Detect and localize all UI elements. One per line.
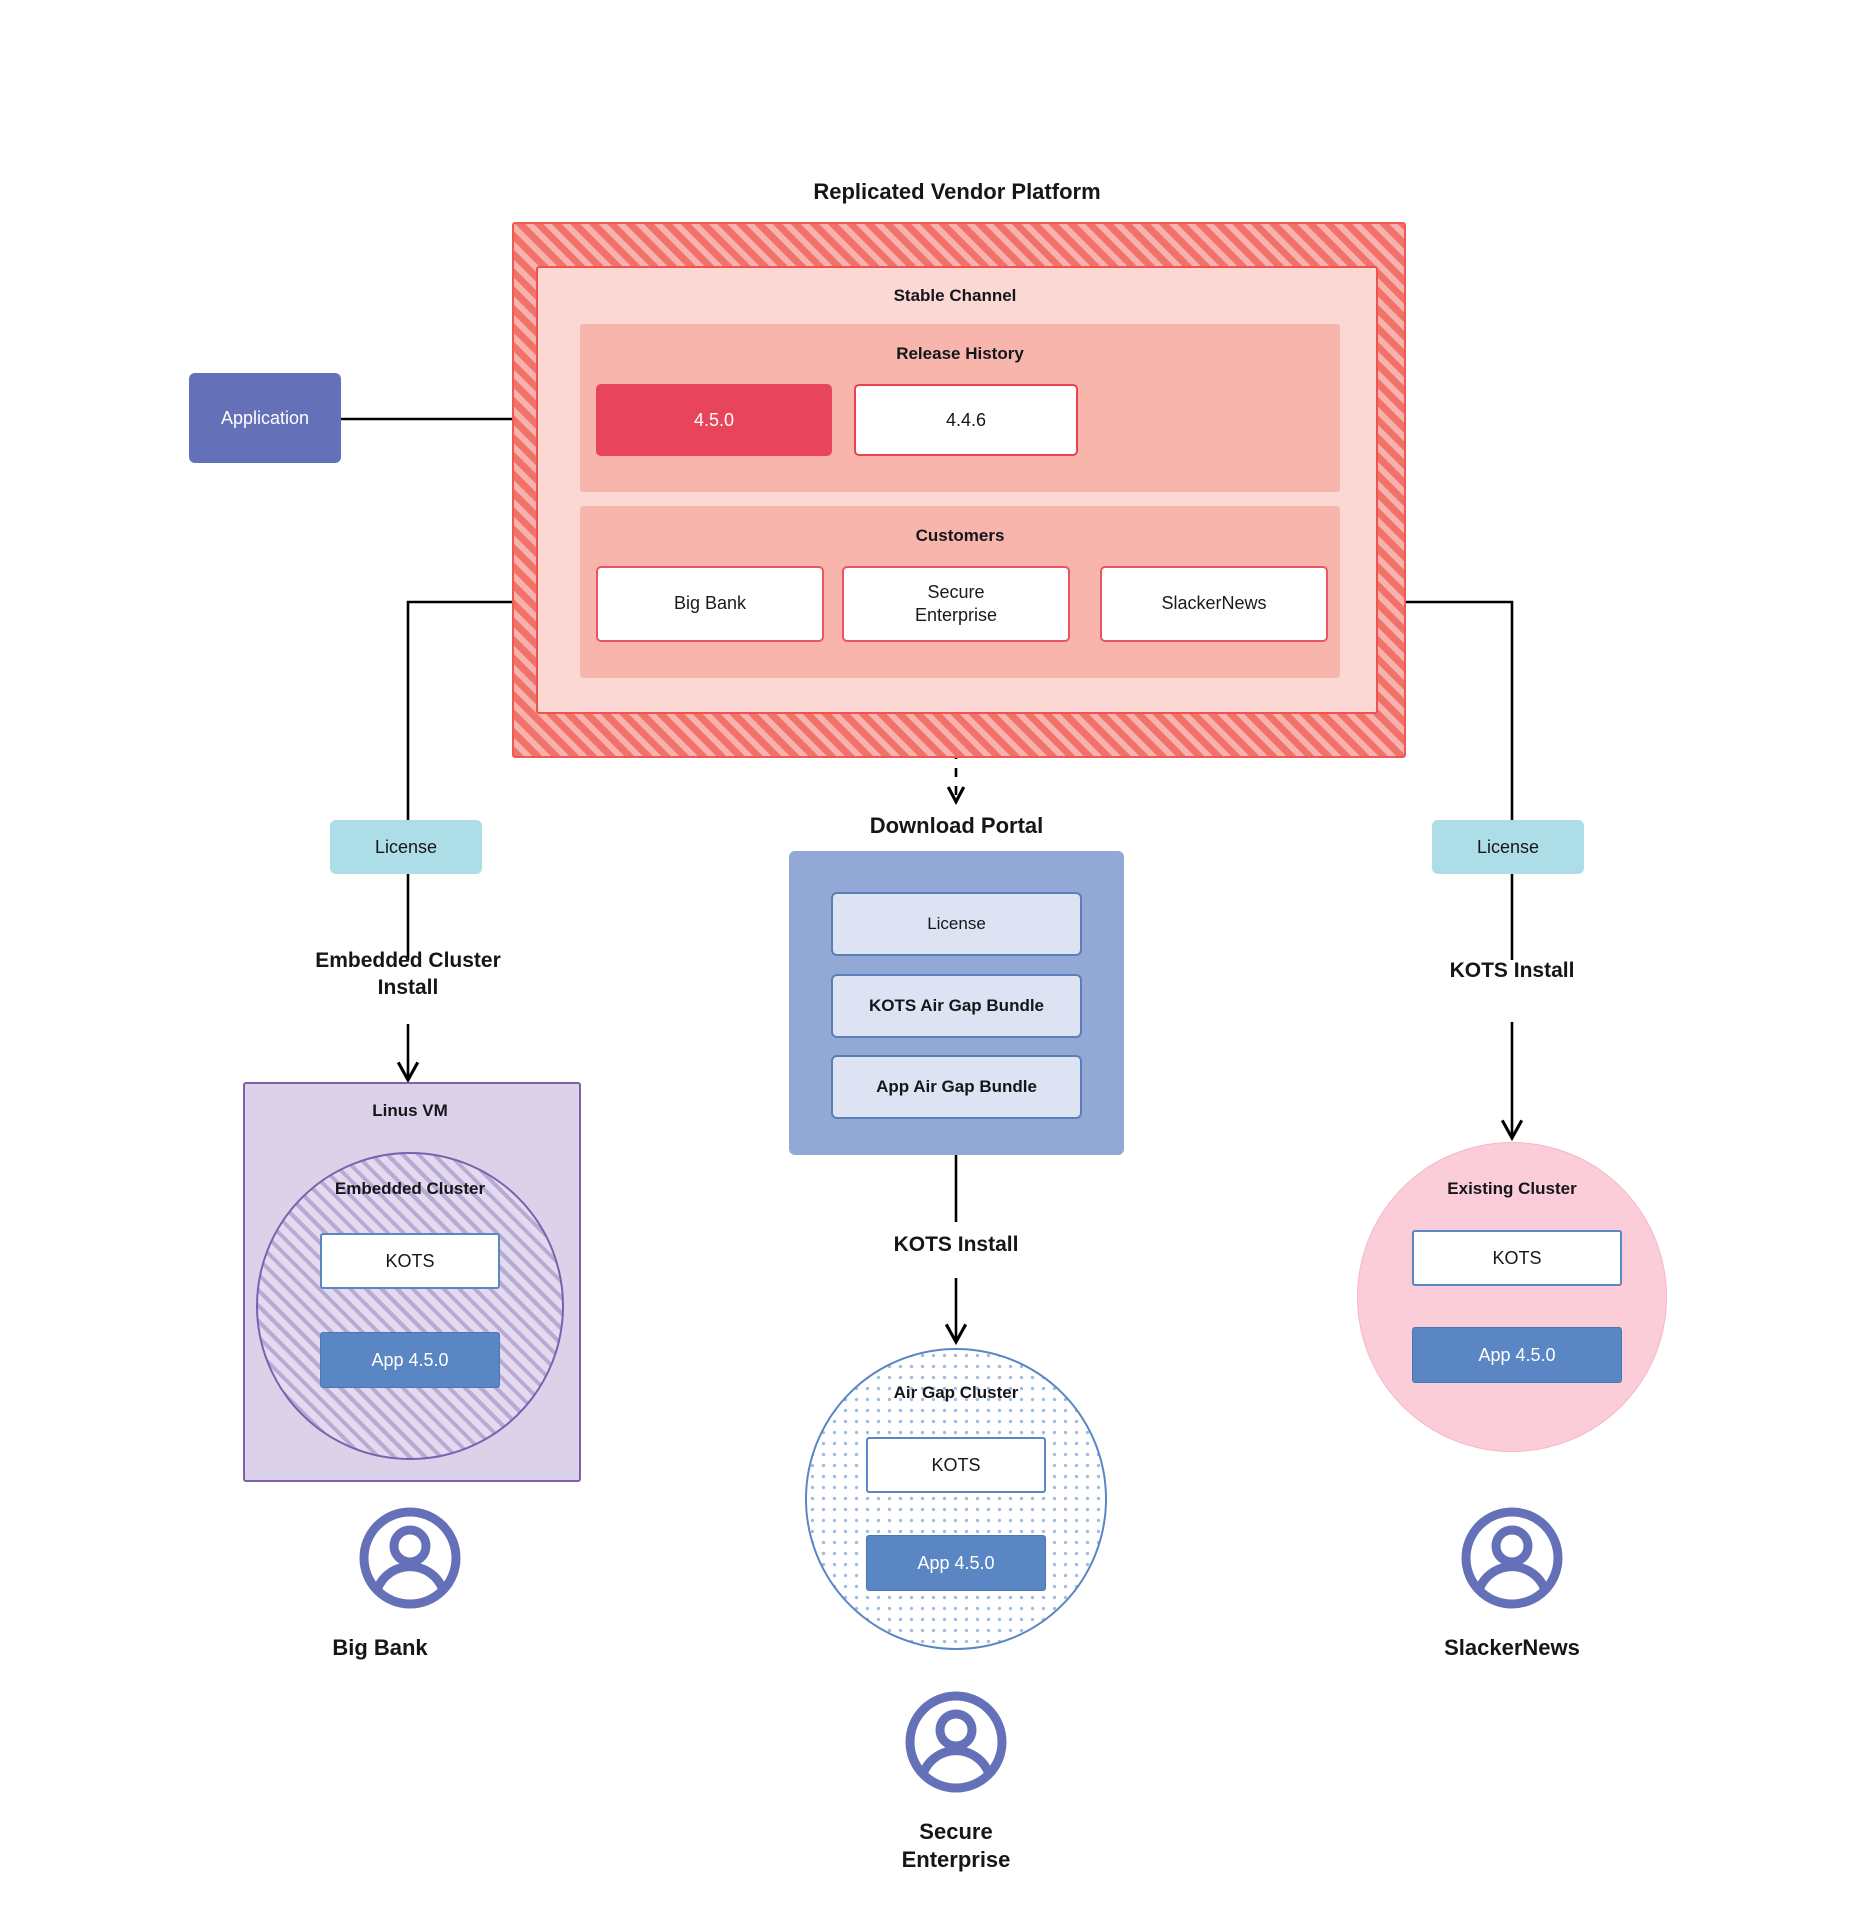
- user-avatar-icon: [359, 1507, 461, 1609]
- kots-node-left[interactable]: KOTS: [320, 1233, 500, 1289]
- persona-label-slackernews: SlackerNews: [1444, 1635, 1580, 1660]
- user-avatar-icon: [905, 1691, 1007, 1793]
- customer-slackernews[interactable]: SlackerNews: [1100, 566, 1328, 642]
- customers-title: Customers: [915, 526, 1005, 545]
- customer-big-bank[interactable]: Big Bank: [596, 566, 824, 642]
- download-portal-item-license[interactable]: License: [831, 892, 1082, 956]
- application-node[interactable]: Application: [189, 373, 341, 463]
- linux-vm-label: Linus VM: [372, 1101, 448, 1120]
- customer-secure-enterprise[interactable]: Secure Enterprise: [842, 566, 1070, 642]
- license-chip-right[interactable]: License: [1432, 820, 1584, 874]
- app-node-center[interactable]: App 4.5.0: [866, 1535, 1046, 1591]
- platform-title: Replicated Vendor Platform: [813, 179, 1101, 204]
- download-portal-title: Download Portal: [869, 813, 1044, 838]
- persona-label-secure-enterprise: Secure Enterprise: [901, 1819, 1011, 1873]
- app-node-right[interactable]: App 4.5.0: [1412, 1327, 1622, 1383]
- download-portal-item-kots-air-gap-bundle[interactable]: KOTS Air Gap Bundle: [831, 974, 1082, 1038]
- edge-label-kots-install-center: KOTS Install: [893, 1233, 1019, 1256]
- existing-cluster-circle: [1357, 1142, 1667, 1452]
- download-portal-item-app-air-gap-bundle[interactable]: App Air Gap Bundle: [831, 1055, 1082, 1119]
- embedded-cluster-circle: [256, 1152, 564, 1460]
- edge-label-kots-install-right: KOTS Install: [1449, 959, 1575, 982]
- existing-cluster-label: Existing Cluster: [1447, 1179, 1577, 1198]
- release-history-title: Release History: [896, 344, 1024, 363]
- user-avatar-icon: [1461, 1507, 1563, 1609]
- air-gap-cluster-label: Air Gap Cluster: [893, 1383, 1019, 1402]
- app-node-left[interactable]: App 4.5.0: [320, 1332, 500, 1388]
- kots-node-right[interactable]: KOTS: [1412, 1230, 1622, 1286]
- kots-node-center[interactable]: KOTS: [866, 1437, 1046, 1493]
- edge-label-embedded-cluster-install: Embedded Cluster Install: [315, 949, 501, 999]
- stable-channel-title: Stable Channel: [893, 286, 1017, 305]
- release-item-4-5-0[interactable]: 4.5.0: [596, 384, 832, 456]
- embedded-cluster-label: Embedded Cluster: [334, 1179, 486, 1198]
- persona-label-big-bank: Big Bank: [332, 1635, 428, 1660]
- air-gap-cluster-circle: [805, 1348, 1107, 1650]
- license-chip-left[interactable]: License: [330, 820, 482, 874]
- release-item-4-4-6[interactable]: 4.4.6: [854, 384, 1078, 456]
